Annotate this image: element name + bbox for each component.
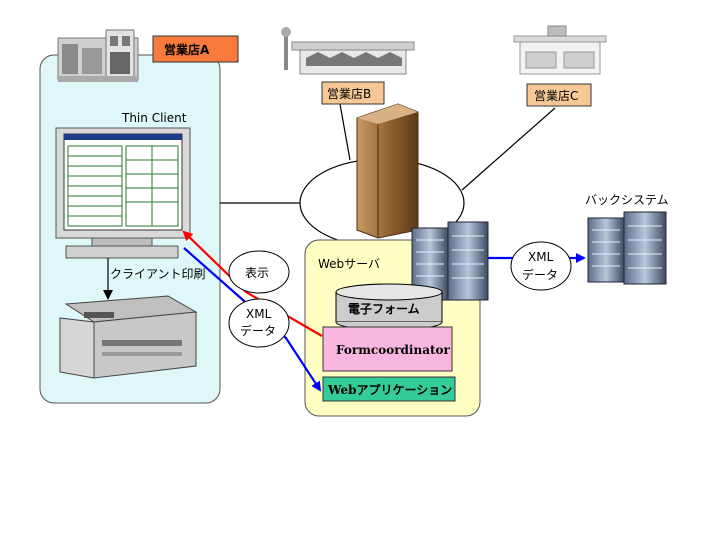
- thin-client-monitor-image: [55, 127, 191, 259]
- web-server-label: Webサーバ: [318, 257, 380, 271]
- xml-bubble-left-line1: XML: [246, 307, 272, 321]
- display-bubble: [228, 250, 290, 294]
- xml-bubble-right-line2: データ: [522, 267, 558, 282]
- xml-request-arrow: [183, 247, 322, 392]
- xml-bubble-left: [228, 298, 290, 348]
- store-b-label: 営業店B: [327, 87, 371, 101]
- store-c-label: 営業店C: [534, 89, 578, 103]
- thin-client-label: Thin Client: [121, 111, 187, 125]
- store-b-building-image: [281, 27, 415, 75]
- web-application-label: Webアプリケーション: [327, 382, 452, 397]
- formcoordinator-label: Formcoordinator: [336, 343, 451, 357]
- store-b-label-box: [321, 81, 385, 105]
- link-store-b-network: [339, 103, 351, 161]
- e-form-label: 電子フォーム: [348, 302, 420, 316]
- back-system-rack-image: [587, 211, 667, 285]
- web-application-box: [322, 376, 456, 402]
- store-c-building-image: [513, 25, 607, 75]
- link-store-c-network: [461, 107, 556, 191]
- display-bubble-label: 表示: [245, 266, 269, 280]
- store-a-label: 営業店A: [164, 42, 210, 57]
- xml-bubble-left-line2: データ: [240, 323, 276, 338]
- formcoordinator-box: [322, 326, 453, 372]
- store-a-building-image: [57, 29, 139, 82]
- store-a-label-box: [152, 35, 239, 63]
- e-form-database: [335, 283, 443, 331]
- client-print-label: クライアント印刷: [110, 267, 206, 281]
- store-c-label-box: [526, 83, 592, 107]
- xml-bubble-right: [510, 241, 572, 291]
- back-system-label: バックシステム: [585, 193, 669, 207]
- display-arrow: [182, 230, 323, 337]
- xml-bubble-right-line1: XML: [528, 250, 554, 264]
- headquarters-tower-image: [356, 103, 419, 239]
- printer-image: [59, 295, 198, 379]
